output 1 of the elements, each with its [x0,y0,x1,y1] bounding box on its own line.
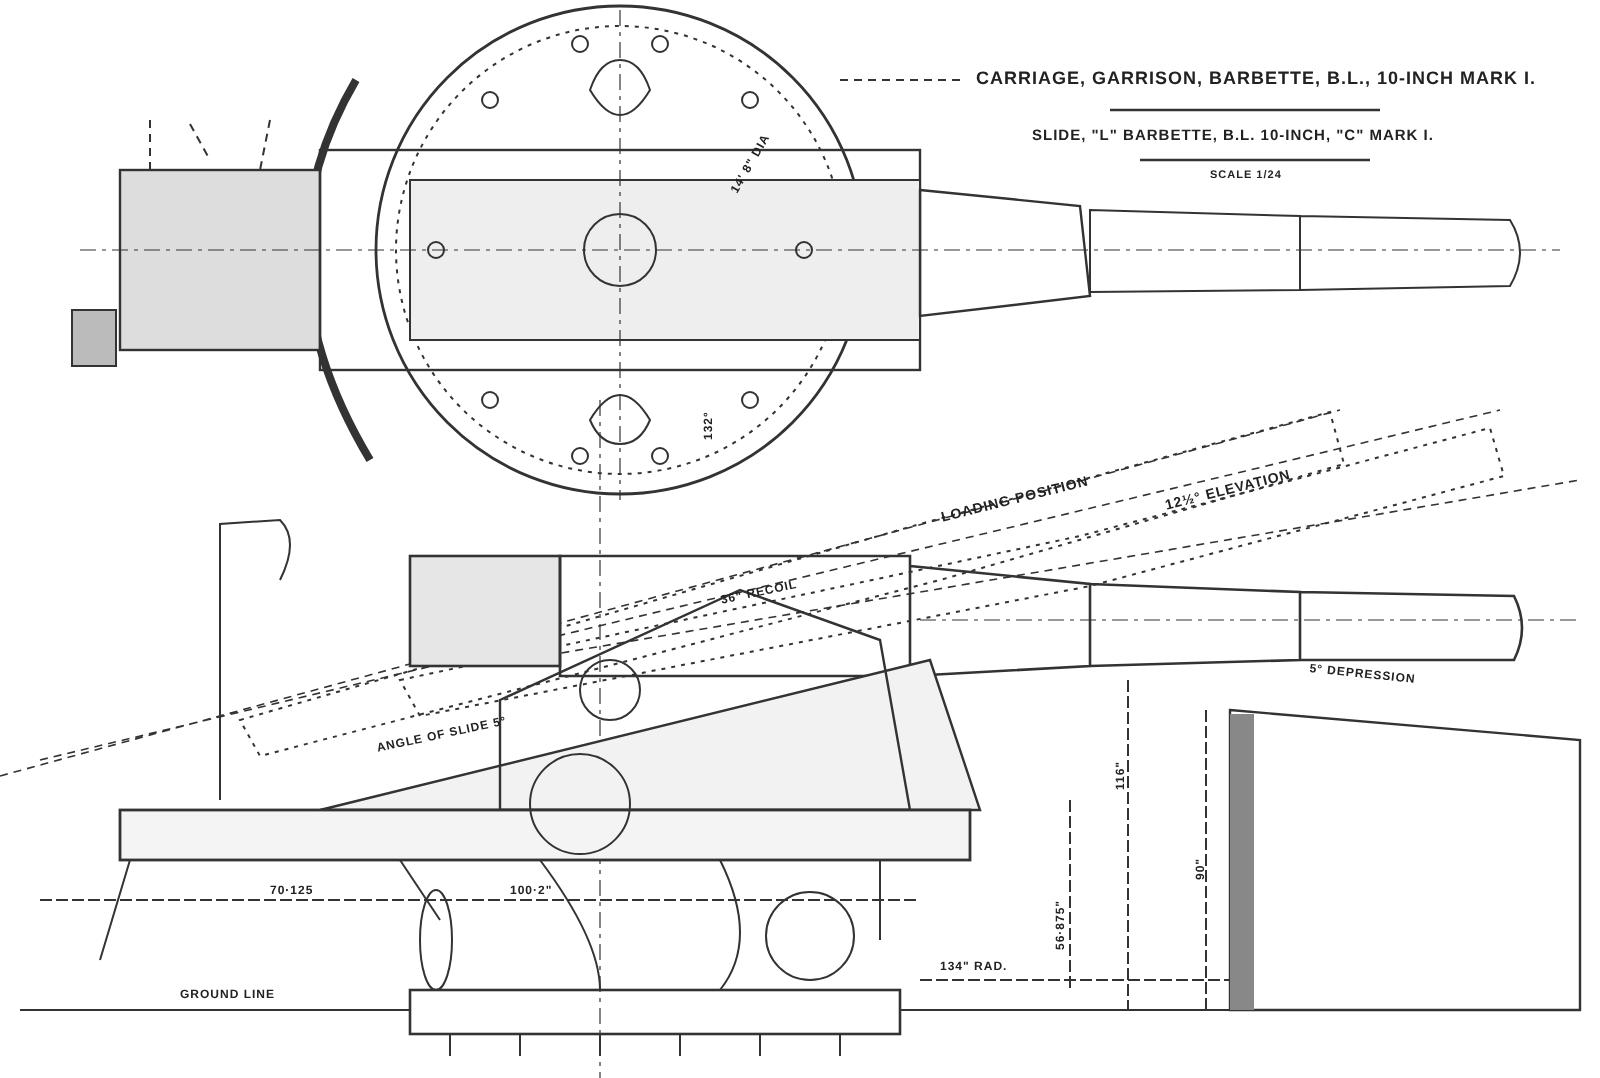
drawing-title: CARRIAGE, GARRISON, BARBETTE, B.L., 10-INCH MARK I. [976,70,1537,88]
